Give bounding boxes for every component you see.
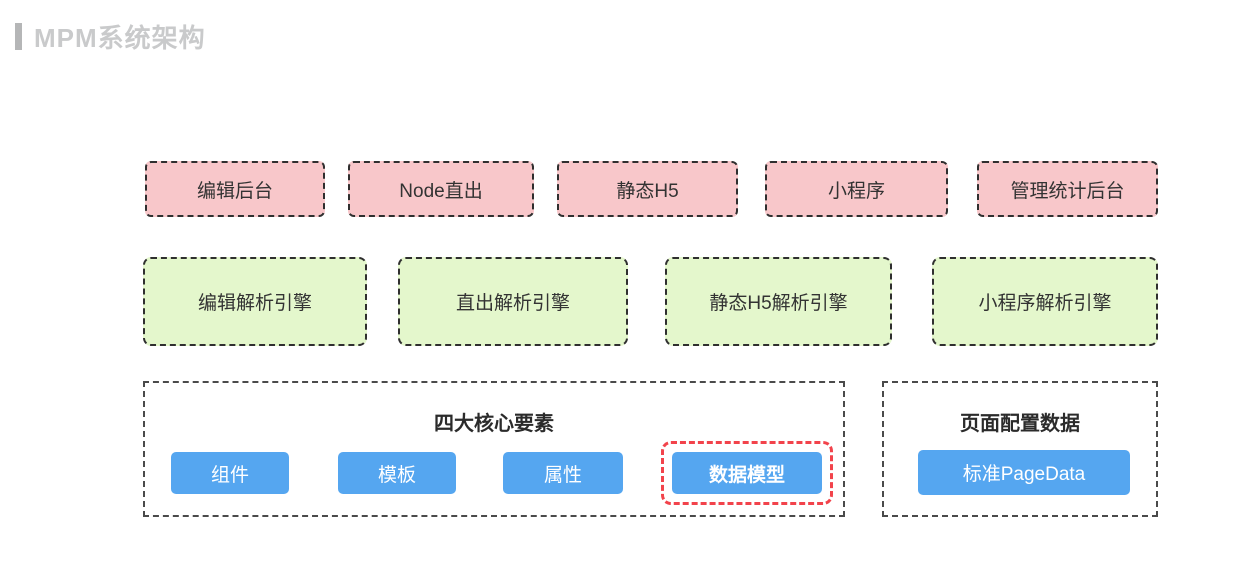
core-elements-container: 四大核心要素 — [143, 381, 845, 517]
core-item-data-model: 数据模型 — [672, 452, 822, 494]
engine-box-mini-program-parser: 小程序解析引擎 — [932, 257, 1158, 346]
platform-box-label: 管理统计后台 — [1010, 180, 1125, 202]
engine-box-label: 直出解析引擎 — [455, 293, 570, 314]
core-item-label: 组件 — [210, 464, 249, 486]
platform-box-static-h5: 静态H5 — [557, 161, 738, 217]
platform-box-mini-program: 小程序 — [765, 161, 948, 217]
platform-box-label: 编辑后台 — [196, 180, 273, 202]
engine-box-label: 小程序解析引擎 — [978, 293, 1112, 314]
core-elements-title: 四大核心要素 — [434, 413, 554, 435]
platform-box-edit-admin: 编辑后台 — [145, 161, 325, 217]
engine-box-ssr-parser: 直出解析引擎 — [398, 257, 628, 346]
platform-box-label: 小程序 — [827, 180, 885, 202]
data-model-highlight-border — [661, 441, 833, 505]
core-item-label: 属性 — [543, 464, 582, 486]
platform-box-label: Node直出 — [399, 180, 483, 202]
page-config-container: 页面配置数据 — [882, 381, 1158, 517]
page-config-title: 页面配置数据 — [960, 413, 1080, 435]
page-config-item-pagedata: 标准PageData — [918, 450, 1130, 495]
engine-box-edit-parser: 编辑解析引擎 — [143, 257, 367, 346]
engine-box-label: 静态H5解析引擎 — [709, 293, 848, 314]
platform-box-label: 静态H5 — [616, 180, 679, 202]
core-item-component: 组件 — [171, 452, 289, 494]
core-item-template: 模板 — [338, 452, 456, 494]
engine-box-static-h5-parser: 静态H5解析引擎 — [665, 257, 892, 346]
page-config-item-label: 标准PageData — [962, 464, 1086, 485]
platform-box-admin-stats: 管理统计后台 — [977, 161, 1158, 217]
platform-box-node-ssr: Node直出 — [348, 161, 534, 217]
page-title-row: MPM系统架构 — [15, 18, 206, 55]
page-title: MPM系统架构 — [34, 23, 206, 53]
engine-box-label: 编辑解析引擎 — [197, 293, 312, 314]
title-accent-bar — [15, 23, 22, 50]
core-item-label: 数据模型 — [708, 464, 785, 486]
core-item-attribute: 属性 — [503, 452, 623, 494]
core-item-label: 模板 — [377, 464, 416, 486]
